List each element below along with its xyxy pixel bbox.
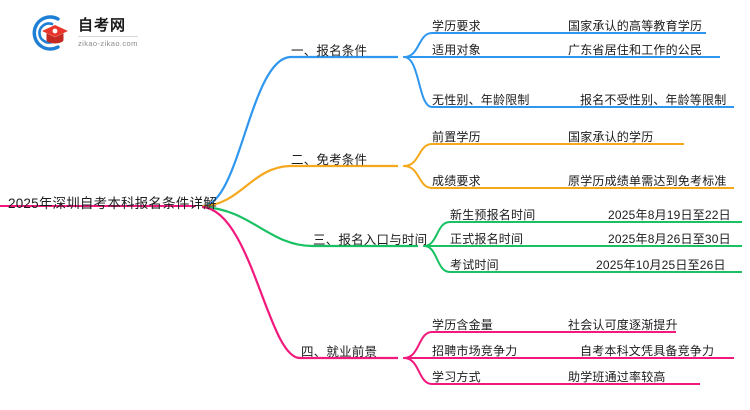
logo-wordmark: 自考网 zikao-zikao.com [78,16,138,48]
branch-connector-1 [201,32,734,208]
leaf-label-1-1[interactable]: 学历要求 [432,19,481,33]
leaf-value-4-1[interactable]: 社会认可度逐渐提升 [568,318,678,332]
logo-mark-svg [32,15,68,51]
branch-label-1[interactable]: 一、报名条件 [291,44,368,58]
leaf-value-3-2[interactable]: 2025年8月26日至30日 [608,232,731,246]
logo-name: 自考网 [78,16,127,34]
branch-label-2[interactable]: 二、免考条件 [291,153,368,167]
leaf-label-3-2[interactable]: 正式报名时间 [450,232,524,246]
branch-connector-4 [201,205,734,385]
site-logo[interactable]: 自考网 zikao-zikao.com [28,12,198,54]
leaf-label-4-1[interactable]: 学历含金量 [432,318,494,332]
leaf-label-1-3[interactable]: 无性别、年龄限制 [432,93,530,107]
leaf-value-1-3[interactable]: 报名不受性别、年龄等限制 [580,93,727,107]
leaf-value-3-3[interactable]: 2025年10月25日至26日 [596,258,726,272]
leaf-value-4-3[interactable]: 助学班通过率较高 [568,370,666,384]
leaf-label-2-2[interactable]: 成绩要求 [432,174,481,188]
leaf-label-4-3[interactable]: 学习方式 [432,370,481,384]
logo-domain: zikao-zikao.com [78,36,138,48]
leaf-value-2-2[interactable]: 原学历成绩单需达到免考标准 [568,174,727,188]
leaf-value-2-1[interactable]: 国家承认的学历 [568,130,654,144]
branch-connector-3 [201,205,742,273]
leaf-label-3-1[interactable]: 新生预报名时间 [450,208,536,222]
branch-label-3[interactable]: 三、报名入口与时间 [313,233,428,247]
leaf-value-4-2[interactable]: 自考本科文凭具备竞争力 [580,344,715,358]
graduation-cap-icon [28,13,72,53]
branch-connector-2 [201,143,734,208]
mindmap-root-label[interactable]: 2025年深圳自考本科报名条件详解 [8,196,217,211]
leaf-label-2-1[interactable]: 前置学历 [432,130,481,144]
leaf-value-3-1[interactable]: 2025年8月19日至22日 [608,208,731,222]
branch-label-4[interactable]: 四、就业前景 [301,345,378,359]
leaf-value-1-2[interactable]: 广东省居住和工作的公民 [568,43,703,57]
leaf-label-1-2[interactable]: 适用对象 [432,43,481,57]
leaf-label-4-2[interactable]: 招聘市场竞争力 [432,344,518,358]
leaf-value-1-1[interactable]: 国家承认的高等教育学历 [568,19,703,33]
leaf-label-3-3[interactable]: 考试时间 [450,258,499,272]
